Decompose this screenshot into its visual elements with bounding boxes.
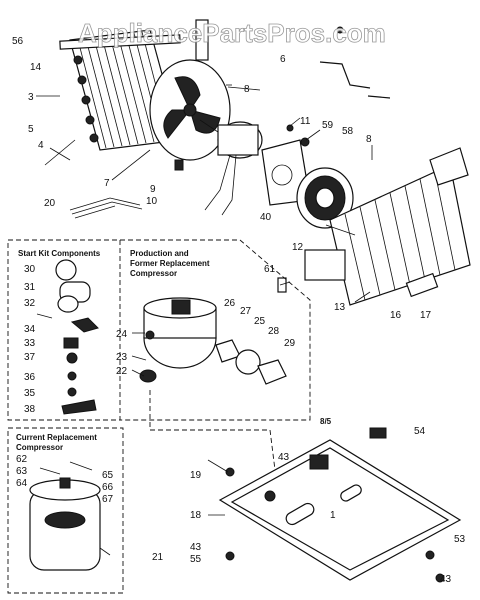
label-12: 12 bbox=[292, 242, 304, 253]
label-65: 65 bbox=[102, 470, 114, 481]
part-59-nut bbox=[300, 137, 310, 147]
watermark: AppliancePartsPros.com bbox=[78, 18, 386, 48]
label-66: 66 bbox=[102, 482, 114, 493]
label-25: 25 bbox=[254, 316, 266, 327]
label-9: 9 bbox=[150, 184, 156, 195]
part-61-bracket bbox=[277, 277, 287, 293]
label-21: 21 bbox=[152, 552, 164, 563]
label-8b: 8 bbox=[366, 134, 372, 145]
label-22: 22 bbox=[116, 366, 128, 377]
label-38: 38 bbox=[24, 404, 36, 415]
label-3: 3 bbox=[28, 92, 34, 103]
label-43b: 43 bbox=[190, 542, 202, 553]
label-59: 59 bbox=[322, 120, 334, 131]
label-1: 1 bbox=[330, 510, 336, 521]
label-16: 16 bbox=[390, 310, 402, 321]
label-31: 31 bbox=[24, 282, 36, 293]
label-17: 17 bbox=[420, 310, 432, 321]
evaporator-coil bbox=[329, 147, 471, 306]
label-11: 11 bbox=[300, 116, 311, 127]
bracket-hole bbox=[271, 164, 293, 186]
label-32: 32 bbox=[24, 298, 36, 309]
part-6-tube bbox=[319, 61, 391, 99]
label-19: 19 bbox=[190, 470, 202, 481]
label-13: 13 bbox=[334, 302, 346, 313]
label-18: 18 bbox=[190, 510, 202, 521]
part-16-filter bbox=[405, 272, 439, 298]
label-35: 35 bbox=[24, 388, 36, 399]
label-6: 6 bbox=[280, 54, 286, 65]
label-23: 23 bbox=[116, 352, 128, 363]
label-5: 5 bbox=[28, 124, 34, 135]
label-55: 55 bbox=[190, 554, 202, 565]
label-7: 7 bbox=[104, 178, 110, 189]
label-63: 63 bbox=[16, 466, 28, 477]
current-compressor bbox=[29, 461, 101, 571]
label-36: 36 bbox=[24, 372, 36, 383]
current-compressor-box bbox=[7, 427, 124, 594]
control-box bbox=[304, 249, 346, 281]
production-compressor-box bbox=[120, 239, 311, 421]
shroud-clip bbox=[174, 159, 184, 171]
label-4: 4 bbox=[38, 140, 44, 151]
leader-lines bbox=[36, 86, 371, 556]
top-bracket bbox=[59, 34, 181, 50]
label-40: 40 bbox=[260, 212, 272, 223]
label-8a: 8 bbox=[244, 84, 250, 95]
label-58: 58 bbox=[342, 126, 354, 137]
label-24: 24 bbox=[116, 329, 128, 340]
label-14: 14 bbox=[30, 62, 42, 73]
compressor-line bbox=[149, 390, 276, 471]
label-62: 62 bbox=[16, 454, 28, 465]
page-mark: 8/5 bbox=[320, 417, 332, 426]
label-29: 29 bbox=[284, 338, 296, 349]
capillary-tube bbox=[44, 139, 76, 166]
label-28: 28 bbox=[268, 326, 280, 337]
current-title-2: Compressor bbox=[16, 443, 63, 452]
top-cover-strip bbox=[195, 19, 209, 61]
label-34: 34 bbox=[24, 324, 36, 335]
base-pan bbox=[218, 427, 462, 583]
current-title-1: Current Replacement bbox=[16, 433, 97, 442]
production-title-1: Production and bbox=[130, 249, 189, 258]
production-title-2: Former Replacement bbox=[130, 259, 210, 268]
fan-blade bbox=[149, 59, 231, 161]
part-top-nut bbox=[336, 26, 344, 34]
label-56: 56 bbox=[12, 36, 24, 47]
label-10: 10 bbox=[146, 196, 158, 207]
label-54: 54 bbox=[414, 426, 426, 437]
fan-motor bbox=[199, 119, 263, 216]
start-kit-parts bbox=[55, 259, 99, 415]
label-20: 20 bbox=[44, 198, 56, 209]
label-33: 33 bbox=[24, 338, 36, 349]
blower-wheel bbox=[296, 167, 354, 229]
label-43c: 43 bbox=[440, 574, 452, 585]
label-61: 61 bbox=[264, 264, 276, 275]
label-26: 26 bbox=[224, 298, 236, 309]
label-27: 27 bbox=[240, 306, 252, 317]
part-11-clip bbox=[286, 124, 294, 132]
label-67: 67 bbox=[102, 494, 114, 505]
label-64: 64 bbox=[16, 478, 28, 489]
label-37: 37 bbox=[24, 352, 36, 363]
part-labels: 56 14 3 5 4 7 9 10 8 6 11 59 58 8 20 40 … bbox=[12, 36, 466, 585]
label-30: 30 bbox=[24, 264, 36, 275]
production-compressor bbox=[139, 297, 287, 385]
label-43a: 43 bbox=[278, 452, 290, 463]
label-53: 53 bbox=[454, 534, 466, 545]
start-kit-title: Start Kit Components bbox=[18, 249, 101, 258]
wire-harness bbox=[69, 197, 143, 219]
production-title-3: Compressor bbox=[130, 269, 177, 278]
